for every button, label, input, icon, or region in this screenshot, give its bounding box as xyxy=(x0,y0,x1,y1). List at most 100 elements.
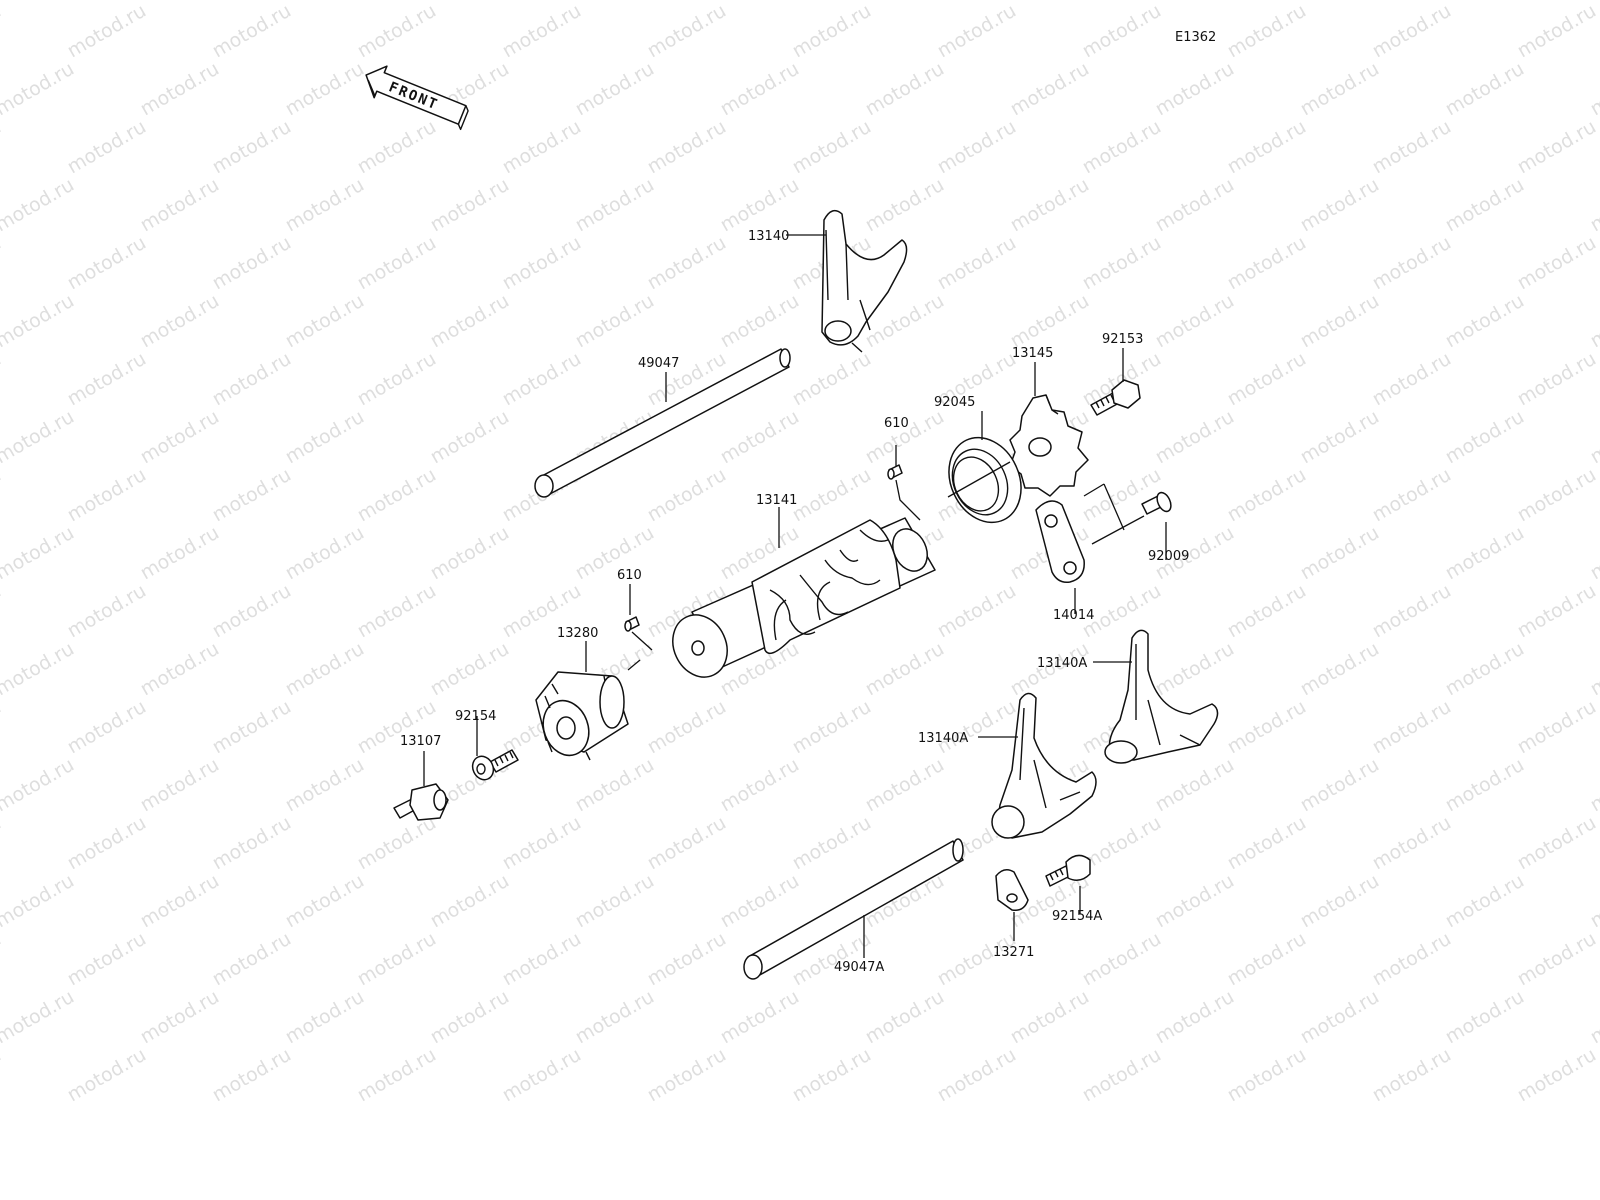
watermark-text: motod.ru xyxy=(354,928,440,991)
watermark-text: motod.ru xyxy=(1079,1044,1165,1107)
watermark-text: motod.ru xyxy=(1152,870,1238,933)
watermark-text: motod.ru xyxy=(0,58,78,121)
watermark-text: motod.ru xyxy=(1152,406,1238,469)
watermark-text: motod.ru xyxy=(1369,696,1455,759)
watermark-text: motod.ru xyxy=(1224,116,1310,179)
watermark-text: motod.ru xyxy=(644,928,730,991)
watermark-text: motod.ru xyxy=(1297,870,1383,933)
watermark-text: motod.ru xyxy=(1297,290,1383,353)
watermark-text: motod.ru xyxy=(427,522,513,585)
watermark-text: motod.ru xyxy=(64,0,150,62)
callout-13280: 13280 xyxy=(557,626,598,641)
callout-13141: 13141 xyxy=(756,493,797,508)
watermark-text: motod.ru xyxy=(64,232,150,295)
watermark-text: motod.ru xyxy=(282,406,368,469)
watermark-text: motod.ru xyxy=(282,754,368,817)
watermark-text: motod.ru xyxy=(137,986,223,1049)
callout-13107: 13107 xyxy=(400,734,441,749)
watermark-text: motod.ru xyxy=(1442,870,1528,933)
watermark-text: motod.ru xyxy=(1224,928,1310,991)
watermark-text: motod.ru xyxy=(499,1044,585,1107)
watermark-text: motod.ru xyxy=(209,0,295,62)
watermark-text: motod.ru xyxy=(1369,232,1455,295)
bolt-92154a xyxy=(1045,854,1091,887)
watermark-text: motod.ru xyxy=(1152,754,1238,817)
watermark-text: motod.ru xyxy=(1514,1044,1600,1107)
watermark-text: motod.ru xyxy=(1152,986,1238,1049)
watermark-text: motod.ru xyxy=(499,928,585,991)
watermark-text: motod.ru xyxy=(1369,464,1455,527)
watermark-text: motod.ru xyxy=(499,116,585,179)
callout-92153: 92153 xyxy=(1102,332,1143,347)
watermark-text: motod.ru xyxy=(1007,58,1093,121)
watermark-text: motod.ru xyxy=(934,232,1020,295)
watermark-text: motod.ru xyxy=(644,116,730,179)
watermark-text: motod.ru xyxy=(137,290,223,353)
callout-13140a-right: 13140A xyxy=(1037,656,1087,671)
watermark-text: motod.ru xyxy=(1007,290,1093,353)
watermark-text: motod.ru xyxy=(572,174,658,237)
callout-92154a: 92154A xyxy=(1052,909,1102,924)
watermark-text: motod.ru xyxy=(1514,0,1600,62)
shaft-49047 xyxy=(534,348,791,498)
plate-14014 xyxy=(1035,500,1085,584)
watermark-text: motod.ru xyxy=(137,406,223,469)
watermark-text: motod.ru xyxy=(64,928,150,991)
watermark-text: motod.ru xyxy=(499,232,585,295)
watermark-text: motod.ru xyxy=(209,1044,295,1107)
watermark-text: motod.ru xyxy=(1297,406,1383,469)
watermark-text: motod.ru xyxy=(1514,232,1600,295)
watermark-text: motod.ru xyxy=(789,0,875,62)
watermark-text: motod.ru xyxy=(789,348,875,411)
callout-13145: 13145 xyxy=(1012,346,1053,361)
callout-49047a: 49047A xyxy=(834,960,884,975)
watermark-text: motod.ru xyxy=(934,0,1020,62)
watermark-text: motod.ru xyxy=(717,754,803,817)
watermark-text: motod.ru xyxy=(0,812,5,875)
watermark-text: motod.ru xyxy=(354,232,440,295)
watermark-text: motod.ru xyxy=(1587,406,1600,469)
watermark-text: motod.ru xyxy=(209,696,295,759)
watermark-text: motod.ru xyxy=(1007,174,1093,237)
watermark-text: motod.ru xyxy=(1587,870,1600,933)
watermark-text: motod.ru xyxy=(0,174,78,237)
watermark-text: motod.ru xyxy=(862,174,948,237)
watermark-text: motod.ru xyxy=(1297,58,1383,121)
watermark-text: motod.ru xyxy=(209,464,295,527)
watermark-text: motod.ru xyxy=(789,116,875,179)
watermark-text: motod.ru xyxy=(1369,1044,1455,1107)
watermark-text: motod.ru xyxy=(1079,232,1165,295)
watermark-text: motod.ru xyxy=(427,290,513,353)
watermark-text: motod.ru xyxy=(934,580,1020,643)
watermark-text: motod.ru xyxy=(1297,174,1383,237)
watermark-text: motod.ru xyxy=(427,0,513,4)
watermark-text: motod.ru xyxy=(282,58,368,121)
cam-13280 xyxy=(535,671,629,761)
watermark-text: motod.ru xyxy=(862,58,948,121)
watermark-text: motod.ru xyxy=(0,580,5,643)
watermark-text: motod.ru xyxy=(427,174,513,237)
watermark-text: motod.ru xyxy=(1369,580,1455,643)
watermark-text: motod.ru xyxy=(1224,232,1310,295)
watermark-text: motod.ru xyxy=(137,754,223,817)
watermark-text: motod.ru xyxy=(354,348,440,411)
watermark-text: motod.ru xyxy=(1297,0,1383,4)
watermark-text: motod.ru xyxy=(1224,580,1310,643)
shift-fork-13140a-left xyxy=(991,692,1097,839)
watermark-text: motod.ru xyxy=(282,638,368,701)
watermark-text: motod.ru xyxy=(64,348,150,411)
watermark-text: motod.ru xyxy=(64,464,150,527)
watermark-text: motod.ru xyxy=(717,870,803,933)
watermark-text: motod.ru xyxy=(717,986,803,1049)
watermark-text: motod.ru xyxy=(934,116,1020,179)
watermark-text: motod.ru xyxy=(644,464,730,527)
watermark-text: motod.ru xyxy=(1224,1044,1310,1107)
watermark-text: motod.ru xyxy=(862,0,948,4)
watermark-text: motod.ru xyxy=(572,754,658,817)
watermark-text: motod.ru xyxy=(1079,0,1165,62)
bolt-92154 xyxy=(471,749,519,781)
watermark-text: motod.ru xyxy=(0,870,78,933)
watermark-text: motod.ru xyxy=(64,580,150,643)
watermark-text: motod.ru xyxy=(572,522,658,585)
